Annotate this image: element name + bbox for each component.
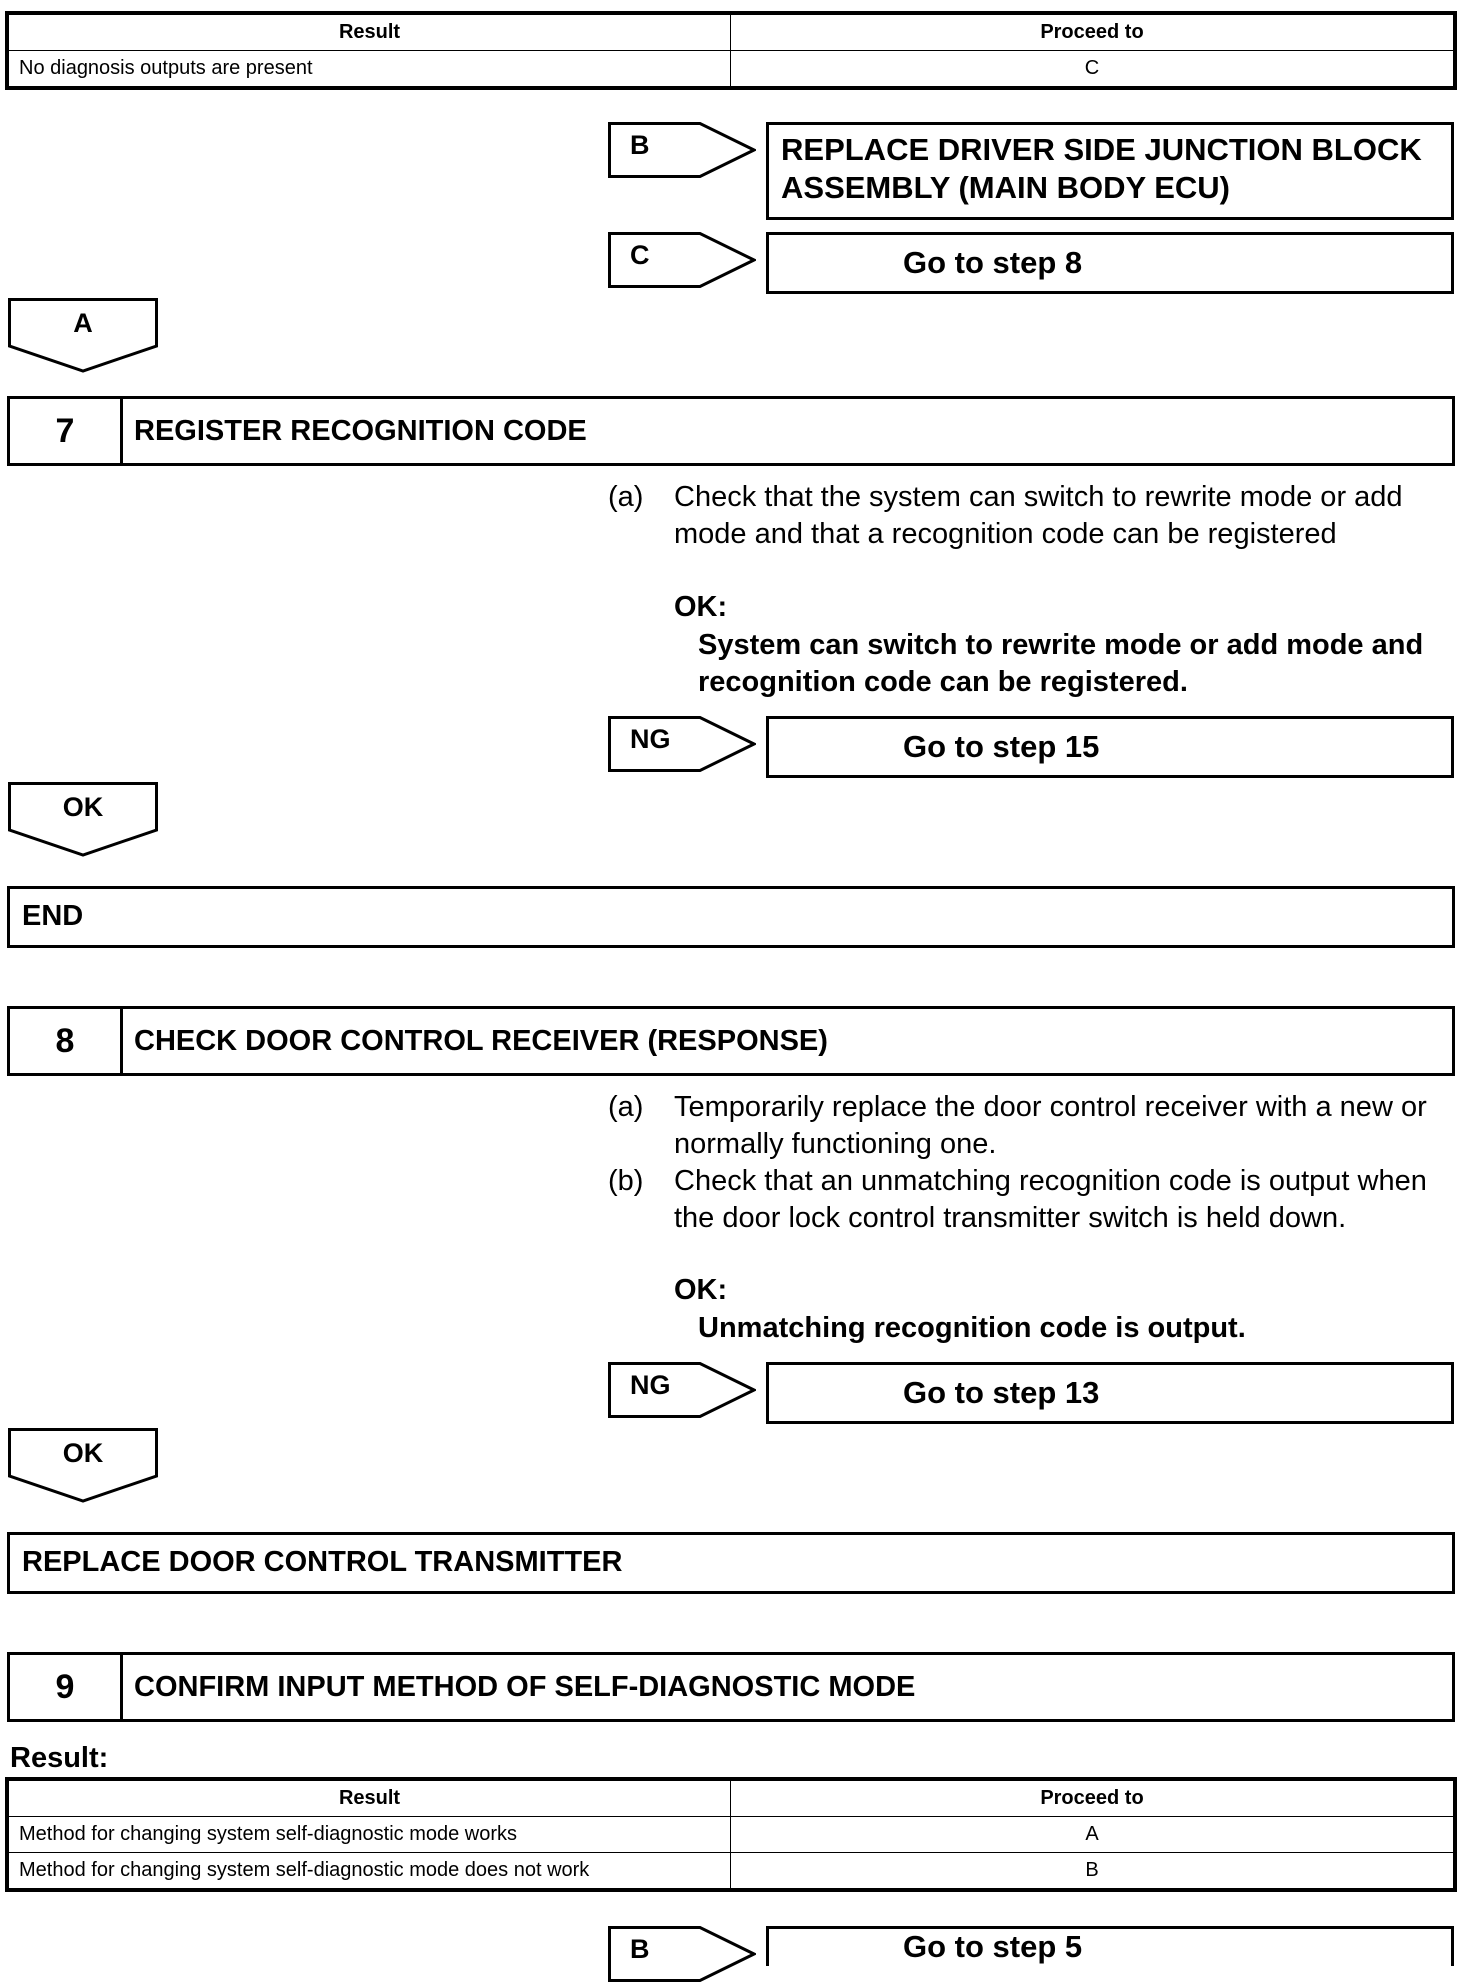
table-cell: Method for changing system self-diagnost…: [8, 1816, 731, 1853]
arrow-ok: OK: [8, 1428, 158, 1504]
table-cell: C: [730, 50, 1454, 87]
branch-b-tag: B: [608, 1926, 756, 1982]
tag-label: NG: [630, 724, 671, 754]
target-text: Go to step 8: [903, 245, 1083, 280]
ok-value: Unmatching recognition code is output.: [698, 1312, 1246, 1344]
tag-arrow-shape: [608, 122, 756, 178]
table-header: Result: [8, 1780, 731, 1817]
arrow-a: A: [8, 298, 158, 374]
step-number: 8: [10, 1009, 123, 1073]
table-header: Result: [8, 14, 731, 51]
tag-arrow-shape: [608, 232, 756, 288]
ng-tag: NG: [608, 716, 756, 772]
ok-label: OK:: [674, 591, 728, 623]
step-title: CHECK DOOR CONTROL RECEIVER (RESPONSE): [134, 1025, 828, 1057]
tag-label: C: [630, 240, 650, 270]
ng-tag: NG: [608, 1362, 756, 1418]
table-cell: A: [730, 1816, 1454, 1853]
table-cell: B: [730, 1852, 1454, 1889]
step-number: 9: [10, 1655, 123, 1719]
step-title: CONFIRM INPUT METHOD OF SELF-DIAGNOSTIC …: [134, 1671, 916, 1703]
branch-b-tag: B: [608, 122, 756, 178]
result-table-1: Result Proceed to No diagnosis outputs a…: [5, 11, 1457, 90]
arrow-label: OK: [62, 1438, 104, 1468]
ok-value: System can switch to rewrite mode or add…: [698, 629, 1424, 698]
branch-c-tag: C: [608, 232, 756, 288]
table-row: Method for changing system self-diagnost…: [8, 1852, 1454, 1889]
instruction-text: Check that an unmatching recognition cod…: [674, 1165, 1427, 1234]
step-8-header: 8 CHECK DOOR CONTROL RECEIVER (RESPONSE): [7, 1006, 1455, 1076]
step-number: 7: [10, 399, 123, 463]
target-text: Go to step 15: [903, 729, 1100, 764]
instruction-label: (a): [608, 1091, 644, 1123]
tag-label: NG: [630, 1370, 671, 1400]
step-9-header: 9 CONFIRM INPUT METHOD OF SELF-DIAGNOSTI…: [7, 1652, 1455, 1722]
result-label: Result:: [10, 1742, 109, 1774]
table-header: Proceed to: [730, 1780, 1454, 1817]
go-to-step-13-box: Go to step 13: [766, 1362, 1454, 1424]
instruction-label: (b): [608, 1165, 644, 1197]
table-cell: No diagnosis outputs are present: [8, 50, 731, 87]
down-arrow-shape: [8, 782, 158, 857]
tag-arrow-shape: [608, 716, 756, 772]
table-header: Proceed to: [730, 14, 1454, 51]
table-row: Method for changing system self-diagnost…: [8, 1816, 1454, 1853]
down-arrow-shape: [8, 1428, 158, 1503]
end-box: END: [7, 886, 1455, 948]
instruction-label: (a): [608, 481, 644, 513]
go-to-step-5-box: Go to step 5: [766, 1926, 1454, 1966]
go-to-step-8-box: Go to step 8: [766, 232, 1454, 294]
tag-label: B: [630, 1934, 650, 1964]
table-cell: Method for changing system self-diagnost…: [8, 1852, 731, 1889]
ok-label: OK:: [674, 1274, 728, 1306]
step-7-header: 7 REGISTER RECOGNITION CODE: [7, 396, 1455, 466]
tag-label: B: [630, 130, 650, 160]
target-text: Go to step 13: [903, 1375, 1100, 1410]
replace-junction-block-box: REPLACE DRIVER SIDE JUNCTION BLOCK ASSEM…: [766, 122, 1454, 220]
table-row: No diagnosis outputs are present C: [8, 50, 1454, 87]
tag-arrow-shape: [608, 1362, 756, 1418]
replace-transmitter-box: REPLACE DOOR CONTROL TRANSMITTER: [7, 1532, 1455, 1594]
step-title: REGISTER RECOGNITION CODE: [134, 415, 587, 447]
result-table-2: Result Proceed to Method for changing sy…: [5, 1777, 1457, 1892]
instruction-text: Temporarily replace the door control rec…: [674, 1091, 1427, 1160]
arrow-label: OK: [62, 792, 104, 822]
arrow-ok: OK: [8, 782, 158, 858]
go-to-step-15-box: Go to step 15: [766, 716, 1454, 778]
target-text: Go to step 5: [903, 1929, 1083, 1964]
down-arrow-shape: [8, 298, 158, 373]
target-text: REPLACE DRIVER SIDE JUNCTION BLOCK ASSEM…: [781, 132, 1422, 205]
arrow-label: A: [73, 308, 93, 338]
instruction-text: Check that the system can switch to rewr…: [674, 481, 1403, 550]
